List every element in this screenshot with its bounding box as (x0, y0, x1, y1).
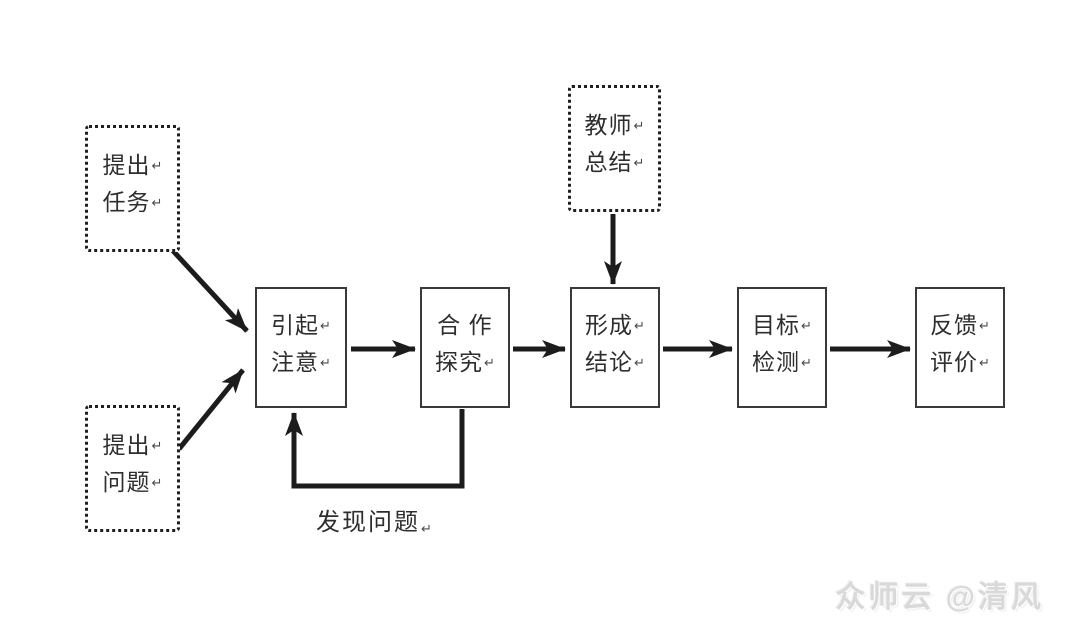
arrow-question-to-attention (177, 368, 245, 451)
return-mark-icon: ↵ (801, 317, 812, 333)
node-text-line: 检测↵ (752, 348, 812, 375)
node-text-line: 目标↵ (752, 311, 812, 338)
return-mark-icon: ↵ (801, 354, 812, 370)
arrow-loop-discover-problem (285, 409, 465, 489)
return-mark-icon: ↵ (979, 354, 990, 370)
node-text-line: 总结↵ (584, 148, 645, 175)
node-text-line: 注意↵ (271, 348, 331, 375)
return-mark-icon: ↵ (320, 354, 331, 370)
node-text-line: 引起↵ (271, 311, 331, 338)
return-mark-icon: ↵ (421, 521, 432, 536)
return-mark-icon: ↵ (151, 437, 163, 453)
node-propose-task: 提出↵ 任务↵ (85, 125, 180, 252)
return-mark-icon: ↵ (151, 474, 163, 490)
node-propose-question: 提出↵ 问题↵ (85, 405, 180, 532)
node-feedback-evaluation: 反馈↵ 评价↵ (915, 287, 1005, 408)
return-mark-icon: ↵ (320, 317, 331, 333)
node-text-line: 任务↵ (102, 188, 163, 215)
node-text-line: 评价↵ (930, 348, 990, 375)
node-text-line: 探究↵ (435, 348, 495, 375)
node-text-line: 合 作 (437, 311, 493, 338)
node-text-line: 结论↵ (585, 348, 645, 375)
node-teacher-summary: 教师↵ 总结↵ (568, 85, 661, 212)
node-form-conclusion: 形成↵ 结论↵ (570, 287, 660, 408)
node-text-line: 形成↵ (585, 311, 645, 338)
node-text-line: 教师↵ (584, 111, 645, 138)
return-mark-icon: ↵ (634, 354, 645, 370)
watermark: 众师云 @清风 (835, 581, 1044, 614)
node-text-line: 反馈↵ (930, 311, 990, 338)
arrow-task-to-attention (161, 238, 249, 333)
return-mark-icon: ↵ (151, 194, 163, 210)
node-text-line: 提出↵ (102, 431, 163, 458)
node-attract-attention: 引起↵ 注意↵ (255, 287, 347, 408)
node-cooperative-inquiry: 合 作 探究↵ (420, 287, 510, 408)
return-mark-icon: ↵ (634, 317, 645, 333)
return-mark-icon: ↵ (484, 354, 495, 370)
node-goal-check: 目标↵ 检测↵ (737, 287, 827, 408)
return-mark-icon: ↵ (979, 317, 990, 333)
loop-label-discover-problem: 发现问题↵ (316, 509, 432, 536)
node-text-line: 提出↵ (102, 151, 163, 178)
return-mark-icon: ↵ (151, 157, 163, 173)
node-text-line: 问题↵ (102, 468, 163, 495)
return-mark-icon: ↵ (633, 154, 645, 170)
return-mark-icon: ↵ (633, 117, 645, 133)
